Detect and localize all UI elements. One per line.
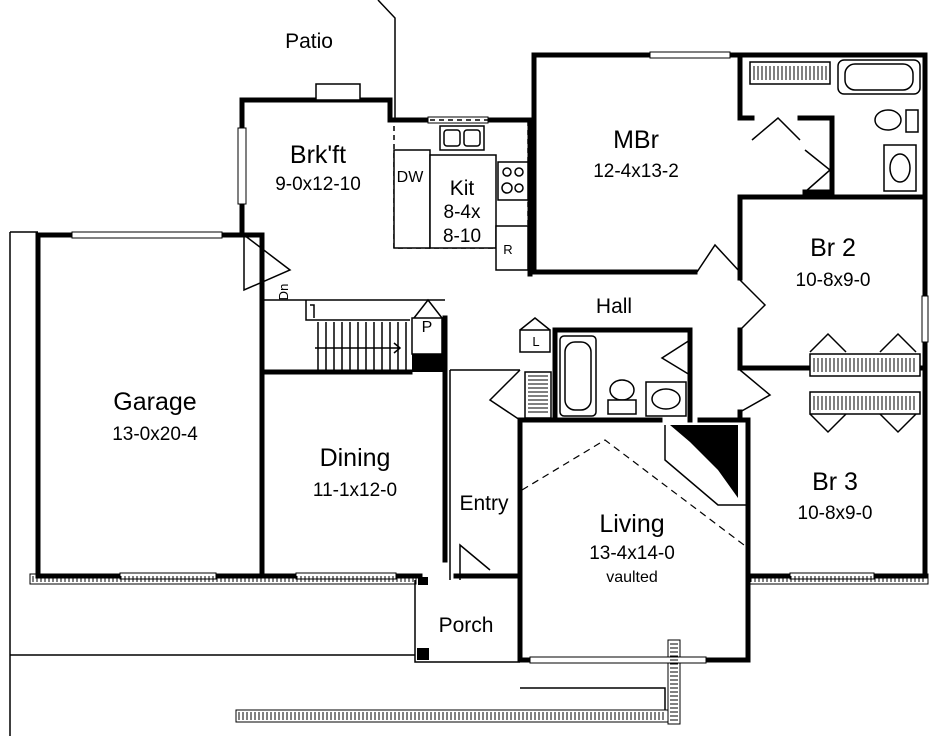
vaulted-ceiling-lines [449,369,749,580]
breakfast-size: 9-0x12-10 [275,174,361,195]
dishwasher-label: DW [397,169,425,186]
entry-label: Entry [459,492,509,515]
living-note: vaulted [606,569,658,586]
patio-label: Patio [285,30,333,53]
garage-size: 13-0x20-4 [112,424,198,445]
dining-size: 11-1x12-0 [313,480,397,501]
bedroom3-label: Br 3 [812,468,858,496]
living-label: Living [599,510,664,538]
breakfast-label: Brk'ft [290,141,346,169]
bedroom2-label: Br 2 [810,234,856,262]
fixture-labels: DW R P L Dn [276,169,540,349]
stair-down-label: Dn [276,284,291,301]
windows [71,51,929,664]
stair [305,300,410,370]
site-lines [9,0,666,736]
deck-textures [29,573,929,725]
bedroom3-size: 10-8x9-0 [798,503,873,524]
living-size: 13-4x14-0 [589,543,675,564]
porch-label: Porch [439,614,494,637]
room-labels: Patio Brk'ft 9-0x12-10 Kit 8-4x 8-10 MBr… [112,30,872,637]
dining-label: Dining [320,444,391,472]
linen-label: L [532,334,539,349]
kitchen-size-line1: 8-4x [444,202,481,223]
pantry-label: P [422,319,433,336]
fixtures [393,59,921,506]
kitchen-size-line2: 8-10 [443,226,481,247]
kitchen-label: Kit [450,177,475,200]
door-swings [243,116,917,580]
refrigerator-label: R [503,242,512,257]
hall-label: Hall [596,295,632,318]
master-bedroom-size: 12-4x13-2 [593,161,679,182]
garage-label: Garage [113,388,196,416]
master-bedroom-label: MBr [613,126,659,154]
bedroom2-size: 10-8x9-0 [796,270,871,291]
closets [32,61,924,721]
